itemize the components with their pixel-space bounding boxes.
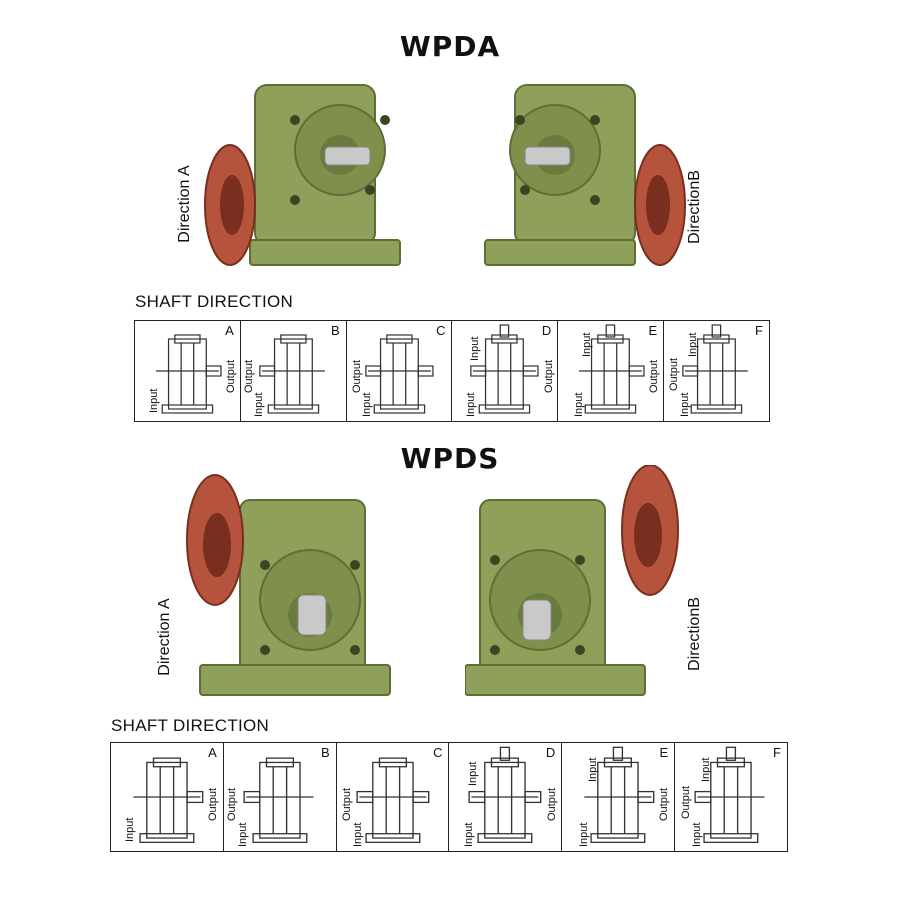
- shaft-cell-a: A Input Output: [111, 743, 224, 851]
- shaft-schematic: [584, 746, 655, 844]
- input-label: Input: [687, 332, 700, 357]
- shaft-direction-title-wpds: SHAFT DIRECTION: [111, 716, 270, 735]
- input-label: Input: [237, 822, 250, 847]
- shaft-cell-letter: B: [330, 323, 340, 338]
- section-title-wpda: WPDA: [399, 30, 501, 63]
- shaft-schematic: [259, 334, 325, 414]
- input-label: Input: [469, 336, 482, 361]
- shaft-cell-letter: E: [648, 323, 658, 338]
- shaft-schematic: [243, 757, 314, 844]
- shaft-schematic: [682, 324, 749, 414]
- input-label: Input: [147, 388, 160, 413]
- shaft-schematic: [155, 334, 222, 414]
- output-label: Output: [350, 359, 363, 393]
- output-label: Output: [207, 787, 220, 821]
- direction-a-label-wpds: Direction A: [156, 598, 173, 676]
- output-label: Output: [679, 785, 692, 819]
- gearbox-photo-wpds-a: [186, 474, 391, 696]
- input-label: Input: [586, 757, 599, 782]
- output-label: Output: [545, 787, 558, 821]
- shaft-cell-letter: C: [436, 323, 446, 338]
- shaft-schematic: [133, 757, 204, 844]
- shaft-cell-letter: D: [541, 323, 552, 338]
- input-label: Input: [352, 822, 365, 847]
- input-label: Input: [699, 757, 712, 782]
- shaft-cell-letter: A: [225, 323, 234, 338]
- direction-b-label-wpds: DirectionB: [686, 597, 703, 671]
- gearbox-photo-wpda-a: [204, 84, 401, 266]
- direction-b-label-wpda: DirectionB: [686, 170, 703, 244]
- shaft-schematic: [694, 746, 765, 844]
- input-label: Input: [678, 392, 691, 417]
- shaft-cell-letter: F: [773, 745, 781, 760]
- input-label: Input: [462, 822, 475, 847]
- output-label: Output: [341, 787, 354, 821]
- output-label: Output: [225, 359, 238, 393]
- shaft-cell-letter: E: [659, 745, 669, 760]
- shaft-direction-title-wpda: SHAFT DIRECTION: [135, 292, 294, 311]
- shaft-cell-letter: A: [208, 745, 217, 760]
- gearbox-photo-wpds-b: [465, 465, 679, 696]
- shaft-schematic: [356, 757, 430, 844]
- input-label: Input: [467, 761, 480, 787]
- shaft-cell-letter: F: [755, 323, 763, 338]
- input-label: Input: [124, 817, 137, 843]
- output-label: Output: [648, 359, 661, 393]
- shaft-cell-letter: C: [433, 745, 443, 760]
- input-label: Input: [465, 392, 478, 417]
- section-title-wpds: WPDS: [400, 442, 500, 475]
- input-label: Input: [577, 822, 590, 847]
- shaft-schematic: [364, 334, 434, 414]
- gearbox-photo-wpda-b: [484, 84, 686, 266]
- shaft-cell-a: A Input Output: [135, 321, 241, 421]
- shaft-cell-letter: D: [545, 745, 556, 760]
- output-label: Output: [242, 359, 255, 393]
- output-label: Output: [668, 357, 681, 391]
- shaft-schematic: [579, 324, 645, 414]
- input-label: Input: [253, 392, 266, 417]
- input-label: Input: [581, 332, 594, 357]
- output-label: Output: [658, 787, 671, 821]
- output-label: Output: [542, 359, 555, 393]
- input-label: Input: [572, 392, 585, 417]
- shaft-schematic: [468, 746, 542, 844]
- direction-a-label-wpda: Direction A: [176, 165, 193, 243]
- input-label: Input: [361, 392, 374, 417]
- shaft-schematic: [470, 324, 540, 414]
- shaft-cell-letter: B: [320, 745, 330, 760]
- output-label: Output: [226, 787, 239, 821]
- input-label: Input: [690, 822, 703, 847]
